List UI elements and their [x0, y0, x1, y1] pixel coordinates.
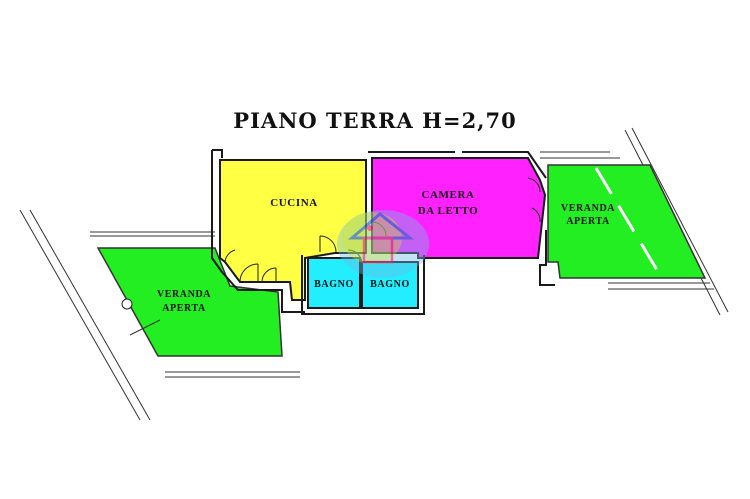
room-bagno-2 [361, 261, 419, 309]
label-camera-line1: CAMERA [421, 189, 474, 201]
room-bagno-1 [307, 257, 361, 309]
veranda-divider-line [594, 167, 662, 276]
plan-title: PIANO TERRA H=2,70 [233, 108, 517, 133]
label-veranda-left-line1: VERANDA [157, 289, 211, 300]
label-veranda-right-line2: APERTA [566, 216, 610, 227]
label-veranda-left-line2: APERTA [162, 303, 206, 314]
label-bagno-2: BAGNO [370, 279, 410, 290]
veranda-step-line [129, 319, 161, 336]
door-swings [224, 177, 541, 283]
room-veranda-left [96, 247, 283, 357]
label-camera-line2: DA LETTO [418, 205, 479, 217]
house-logo-icon [337, 210, 429, 278]
left-boundary-lines [19, 209, 151, 421]
cucina-outer-wall [211, 150, 305, 313]
column-icon [121, 298, 133, 310]
label-bagno-1: BAGNO [314, 279, 354, 290]
label-veranda-right-line1: VERANDA [561, 203, 615, 214]
veranda-right-frame [540, 151, 714, 290]
label-cucina: CUCINA [270, 197, 318, 209]
room-camera [371, 157, 547, 259]
veranda-left-frame [90, 231, 300, 378]
